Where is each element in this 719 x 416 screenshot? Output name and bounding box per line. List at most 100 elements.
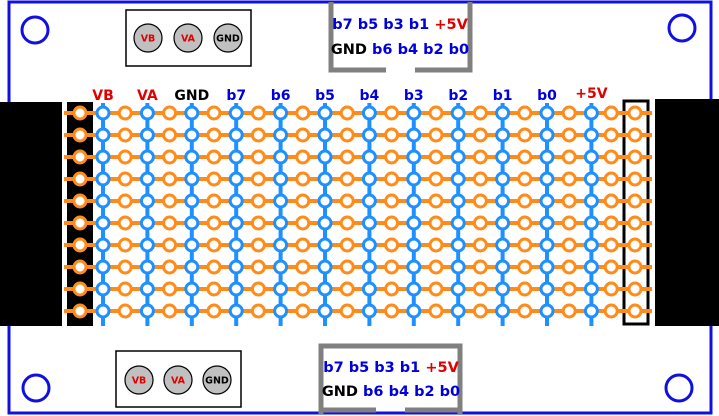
junction-node: [317, 303, 333, 319]
orange-node: [295, 193, 311, 209]
junction-node: [273, 171, 289, 187]
orange-node: [162, 215, 178, 231]
orange-node: [472, 127, 488, 143]
top-button-va[interactable]: VA: [173, 23, 203, 53]
orange-node: [206, 237, 222, 253]
orange-node: [561, 303, 577, 319]
right-pin-node: [627, 149, 643, 165]
junction-node: [361, 237, 377, 253]
orange-node: [162, 303, 178, 319]
orange-node: [603, 303, 619, 319]
junction-node: [539, 127, 555, 143]
junction-node: [228, 171, 244, 187]
left-pin-node: [72, 105, 88, 121]
junction-node: [95, 215, 111, 231]
orange-node: [295, 303, 311, 319]
junction-node: [361, 149, 377, 165]
orange-node: [603, 171, 619, 187]
junction-node: [95, 127, 111, 143]
junction-node: [273, 105, 289, 121]
orange-node: [561, 281, 577, 297]
top-button-gnd[interactable]: GND: [213, 23, 243, 53]
junction-node: [495, 237, 511, 253]
junction-node: [228, 127, 244, 143]
orange-node: [384, 215, 400, 231]
orange-node: [295, 105, 311, 121]
orange-node: [117, 215, 133, 231]
junction-node: [361, 193, 377, 209]
orange-node: [206, 259, 222, 275]
junction-node: [406, 105, 422, 121]
orange-node: [428, 281, 444, 297]
junction-node: [95, 259, 111, 275]
junction-node: [273, 127, 289, 143]
orange-node: [561, 149, 577, 165]
orange-node: [472, 193, 488, 209]
junction-node: [184, 237, 200, 253]
orange-node: [428, 105, 444, 121]
junction-node: [273, 281, 289, 297]
bottom-switch-box: VB VA GND: [115, 350, 242, 408]
bottom-button-va[interactable]: VA: [163, 365, 193, 395]
junction-node: [361, 303, 377, 319]
orange-node: [295, 149, 311, 165]
left-pin-node: [72, 303, 88, 319]
orange-node: [117, 281, 133, 297]
mount-hole-bottom-right: [664, 373, 694, 403]
svg-text:VA: VA: [181, 34, 196, 45]
bottom-header-connector: b7 b5 b3 b1 +5V GND b6 b4 b2 b0: [318, 343, 463, 414]
top-button-vb[interactable]: VB: [133, 23, 163, 53]
junction-node: [228, 259, 244, 275]
orange-node: [561, 127, 577, 143]
right-pin-node: [627, 281, 643, 297]
junction-node: [450, 127, 466, 143]
junction-node: [450, 237, 466, 253]
orange-node: [472, 237, 488, 253]
column-label: b7: [226, 88, 246, 104]
left-connector-block: [0, 102, 62, 326]
orange-node: [428, 171, 444, 187]
orange-node: [384, 149, 400, 165]
junction-node: [184, 215, 200, 231]
top-header-row1: b7 b5 b3 b1 +5V: [332, 17, 468, 33]
junction-node: [95, 171, 111, 187]
orange-node: [603, 149, 619, 165]
junction-node: [539, 193, 555, 209]
column-label: b0: [537, 88, 557, 104]
orange-node: [117, 149, 133, 165]
left-pin-node: [72, 281, 88, 297]
junction-node: [228, 281, 244, 297]
bottom-button-gnd[interactable]: GND: [202, 365, 232, 395]
junction-node: [539, 215, 555, 231]
orange-node: [339, 171, 355, 187]
junction-node: [273, 303, 289, 319]
orange-node: [250, 171, 266, 187]
junction-node: [139, 215, 155, 231]
orange-node: [384, 171, 400, 187]
orange-node: [117, 193, 133, 209]
orange-node: [250, 149, 266, 165]
junction-node: [495, 149, 511, 165]
orange-node: [250, 215, 266, 231]
orange-node: [561, 215, 577, 231]
junction-node: [406, 237, 422, 253]
orange-node: [561, 237, 577, 253]
junction-node: [184, 171, 200, 187]
column-label: b6: [271, 88, 291, 104]
junction-node: [583, 171, 599, 187]
top-header-connector: b7 b5 b3 b1 +5V GND b6 b4 b2 b0: [328, 2, 473, 73]
orange-node: [384, 127, 400, 143]
orange-node: [517, 127, 533, 143]
column-label: +5V: [575, 86, 607, 102]
bottom-header-row2: GND b6 b4 b2 b0: [322, 384, 460, 400]
junction-node: [495, 193, 511, 209]
bottom-button-vb[interactable]: VB: [124, 365, 154, 395]
junction-node: [139, 105, 155, 121]
junction-node: [539, 149, 555, 165]
orange-node: [206, 127, 222, 143]
orange-node: [206, 215, 222, 231]
junction-node: [317, 281, 333, 297]
junction-node: [495, 281, 511, 297]
orange-node: [295, 259, 311, 275]
